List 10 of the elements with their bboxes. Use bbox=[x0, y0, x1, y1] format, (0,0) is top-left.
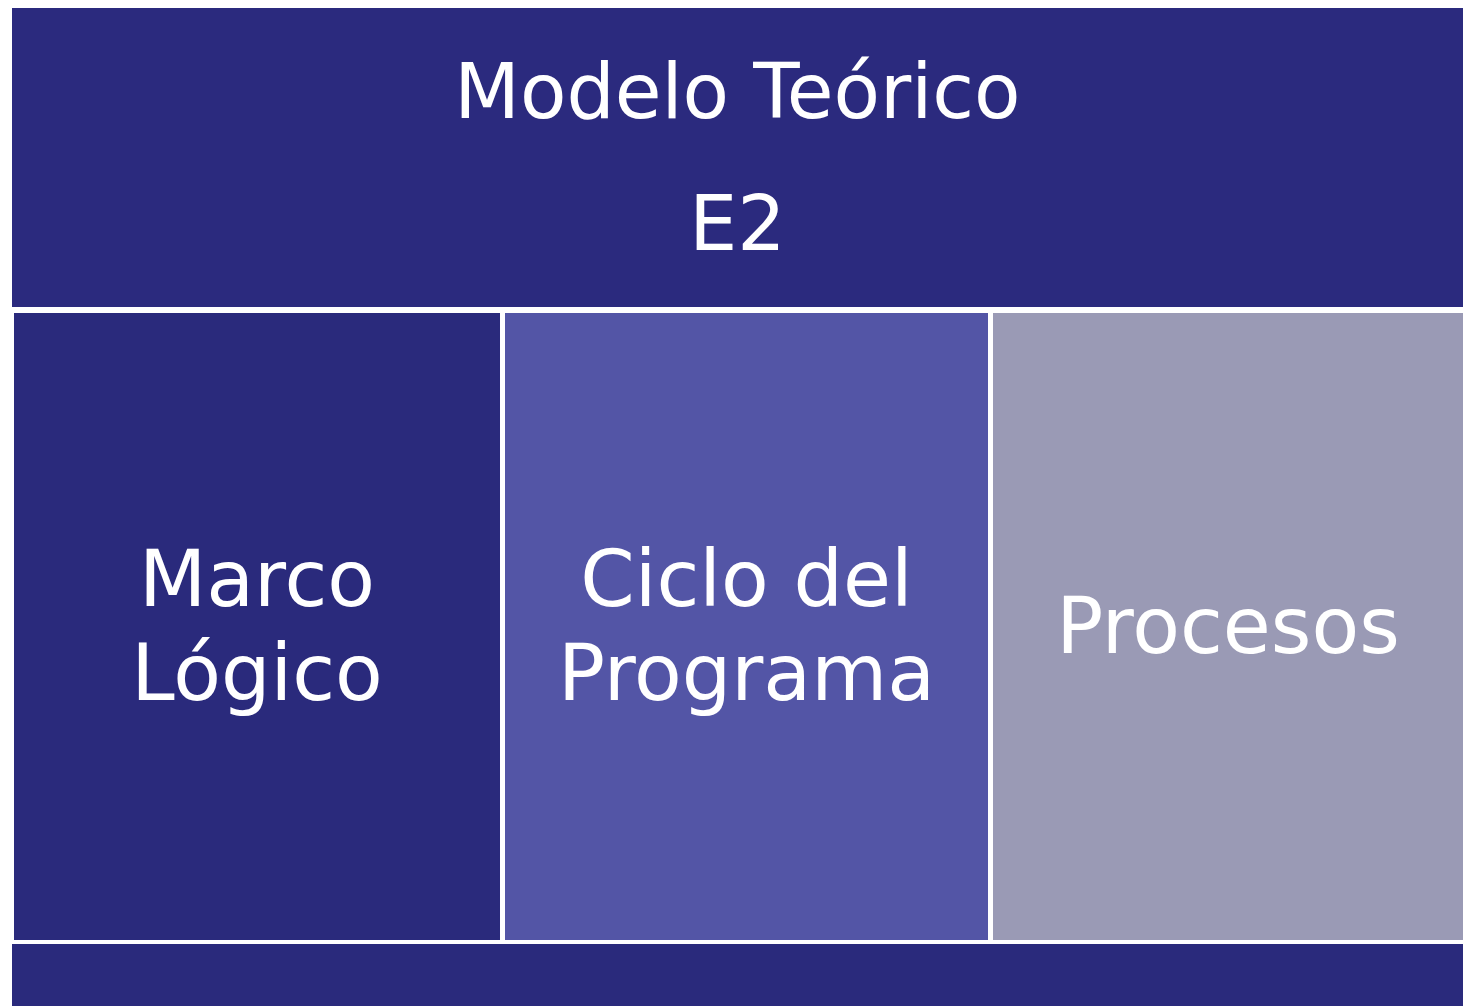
content-panel bbox=[505, 313, 988, 940]
content-panel bbox=[993, 313, 1463, 940]
panel-label: Procesos bbox=[1056, 579, 1400, 673]
subtitle-text: E2 bbox=[689, 177, 786, 269]
footer-bar bbox=[12, 944, 1463, 1006]
content-panel bbox=[14, 313, 500, 940]
panel-label: Ciclo del Programa bbox=[557, 532, 936, 720]
panel-label: Marco Lógico bbox=[130, 532, 384, 720]
title-text: Modelo Teórico bbox=[454, 46, 1021, 138]
header-band bbox=[12, 8, 1463, 307]
